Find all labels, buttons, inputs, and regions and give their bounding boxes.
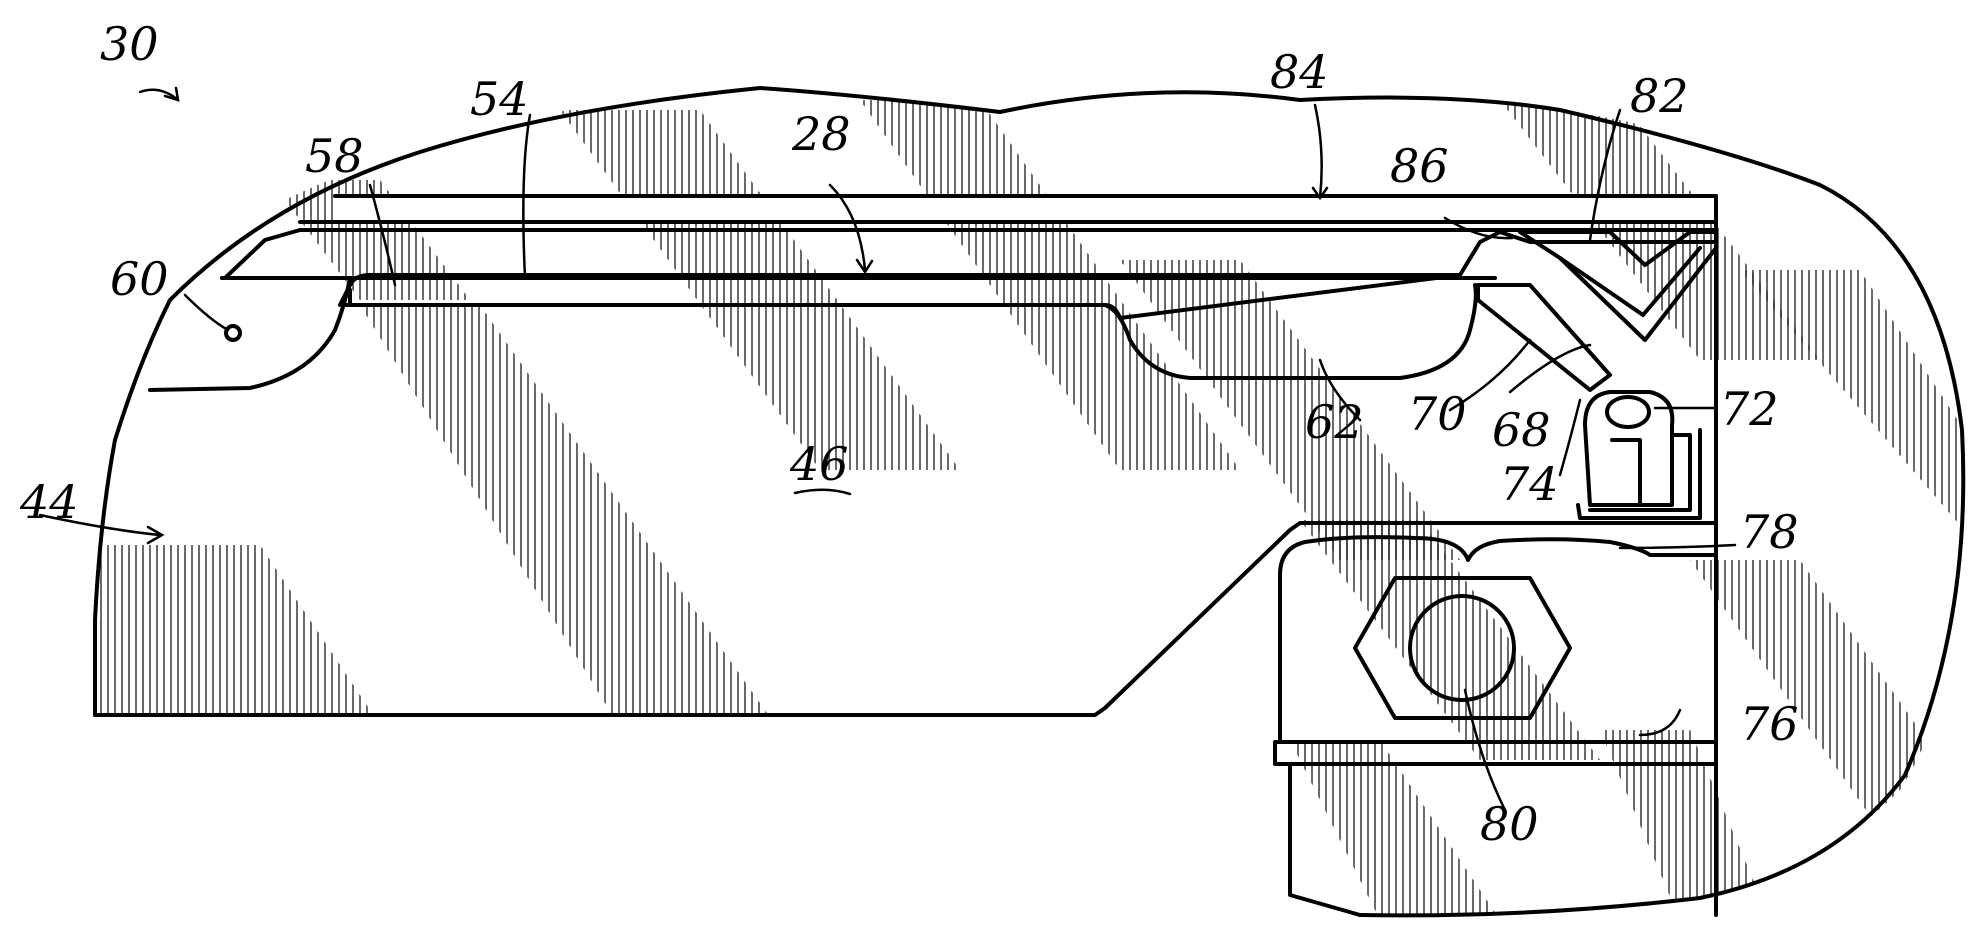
tab-60 — [150, 278, 350, 390]
label-54: 54 — [470, 72, 529, 126]
label-60: 60 — [110, 252, 169, 306]
label-86: 86 — [1390, 139, 1449, 193]
label-44: 44 — [19, 475, 79, 529]
label-46: 46 — [789, 437, 849, 491]
label-62: 62 — [1305, 395, 1364, 449]
label-72: 72 — [1720, 382, 1779, 436]
label-74: 74 — [1500, 457, 1559, 511]
label-28: 28 — [791, 107, 851, 161]
label-80: 80 — [1480, 797, 1539, 851]
label-58: 58 — [305, 129, 364, 183]
label-78: 78 — [1740, 505, 1799, 559]
label-70: 70 — [1408, 387, 1467, 441]
label-30: 30 — [100, 17, 159, 71]
label-68: 68 — [1492, 403, 1551, 457]
label-84: 84 — [1270, 45, 1329, 99]
label-82: 82 — [1630, 69, 1689, 123]
label-76: 76 — [1740, 697, 1799, 751]
